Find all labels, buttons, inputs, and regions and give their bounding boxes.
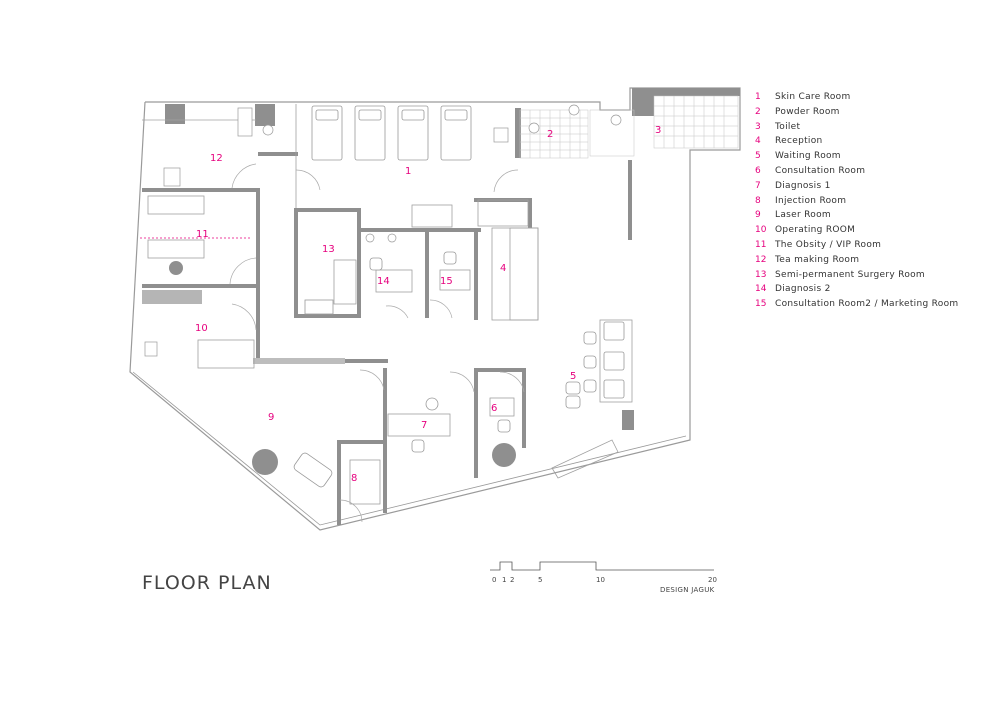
scale-label: 10 <box>596 576 605 584</box>
legend-row: 13 Semi-permanent Surgery Room <box>755 268 985 283</box>
room-label-9: 9 <box>268 412 274 423</box>
legend-number: 12 <box>755 254 767 265</box>
legend-row: 1 Skin Care Room <box>755 90 985 105</box>
legend-row: 4 Reception <box>755 134 985 149</box>
interior-lines <box>140 104 633 505</box>
room-legend: 1 Skin Care Room 2 Powder Room 3 Toilet 4 Re… <box>755 90 985 312</box>
tile-grid-areas <box>519 95 739 159</box>
legend-row: 10 Operating ROOM <box>755 223 985 238</box>
legend-row: 11 The Obsity / VIP Room <box>755 238 985 253</box>
legend-row: 5 Waiting Room <box>755 149 985 164</box>
room-label-1: 1 <box>405 166 411 177</box>
legend-row: 7 Diagnosis 1 <box>755 179 985 194</box>
legend-row: 12 Tea making Room <box>755 253 985 268</box>
legend-row: 8 Injection Room <box>755 194 985 209</box>
room-label-14: 14 <box>377 276 390 287</box>
legend-number: 6 <box>755 165 761 176</box>
legend-row: 2 Powder Room <box>755 105 985 120</box>
legend-room-name: Skin Care Room <box>775 92 851 102</box>
legend-number: 14 <box>755 284 767 295</box>
legend-number: 2 <box>755 106 761 117</box>
legend-number: 5 <box>755 151 761 162</box>
room-label-2: 2 <box>547 129 553 140</box>
door-swings <box>229 163 525 523</box>
room-label-10: 10 <box>195 323 208 334</box>
legend-number: 3 <box>755 121 761 132</box>
design-credit: DESIGN JAGUK <box>660 586 715 594</box>
scale-label: 0 <box>492 576 497 584</box>
legend-room-name: Operating ROOM <box>775 225 856 236</box>
legend-number: 10 <box>755 225 767 236</box>
outer-boundary <box>129 87 741 531</box>
room-label-3: 3 <box>655 125 661 136</box>
page-title: FLOOR PLAN <box>142 572 272 594</box>
scale-label: 20 <box>708 576 717 584</box>
room-label-7: 7 <box>421 420 427 431</box>
legend-row: 15 Consultation Room2 / Marketing Room <box>755 297 985 312</box>
legend-room-name: Injection Room <box>775 195 847 206</box>
chairs <box>369 251 625 453</box>
legend-room-name: The Obsity / VIP Room <box>775 239 882 250</box>
legend-room-name: Tea making Room <box>775 254 860 265</box>
scale-label: 1 <box>502 576 507 584</box>
legend-number: 7 <box>755 180 761 191</box>
legend-number: 13 <box>755 269 767 280</box>
legend-room-name: Diagnosis 2 <box>775 284 831 295</box>
room-label-12: 12 <box>210 153 223 164</box>
room-label-15: 15 <box>440 276 453 287</box>
legend-number: 9 <box>755 210 761 221</box>
legend-room-name: Diagnosis 1 <box>775 180 831 191</box>
room-numbers: 1 2 3 4 5 6 7 8 9 10 11 12 13 14 15 <box>195 125 661 484</box>
legend-number: 1 <box>755 92 761 102</box>
legend-room-name: Laser Room <box>775 210 831 221</box>
legend-room-name: Semi-permanent Surgery Room <box>775 269 925 280</box>
legend-number: 11 <box>755 239 767 250</box>
room-label-8: 8 <box>351 473 357 484</box>
room-label-13: 13 <box>322 244 335 255</box>
legend-room-name: Consultation Room <box>775 165 866 176</box>
scale-bar <box>490 561 714 571</box>
room-label-11: 11 <box>196 229 209 240</box>
sinks <box>144 104 622 357</box>
legend-room-name: Toilet <box>775 121 801 132</box>
legend-row: 9 Laser Room <box>755 208 985 223</box>
scale-label: 5 <box>538 576 543 584</box>
legend-room-name: Reception <box>775 136 823 147</box>
scale-label: 2 <box>510 576 515 584</box>
room-label-6: 6 <box>491 403 497 414</box>
legend-room-name: Powder Room <box>775 106 840 117</box>
legend-number: 8 <box>755 195 761 206</box>
beds <box>293 105 472 488</box>
room-label-4: 4 <box>500 263 506 274</box>
columns <box>169 261 516 475</box>
legend-number: 4 <box>755 136 761 147</box>
legend-room-name: Waiting Room <box>775 151 841 162</box>
legend-room-name: Consultation Room2 / Marketing Room <box>775 299 959 310</box>
legend-row: 6 Consultation Room <box>755 164 985 179</box>
legend-row: 3 Toilet <box>755 120 985 135</box>
legend-row: 14 Diagnosis 2 <box>755 282 985 297</box>
legend-number: 15 <box>755 299 767 310</box>
room-label-5: 5 <box>570 371 576 382</box>
